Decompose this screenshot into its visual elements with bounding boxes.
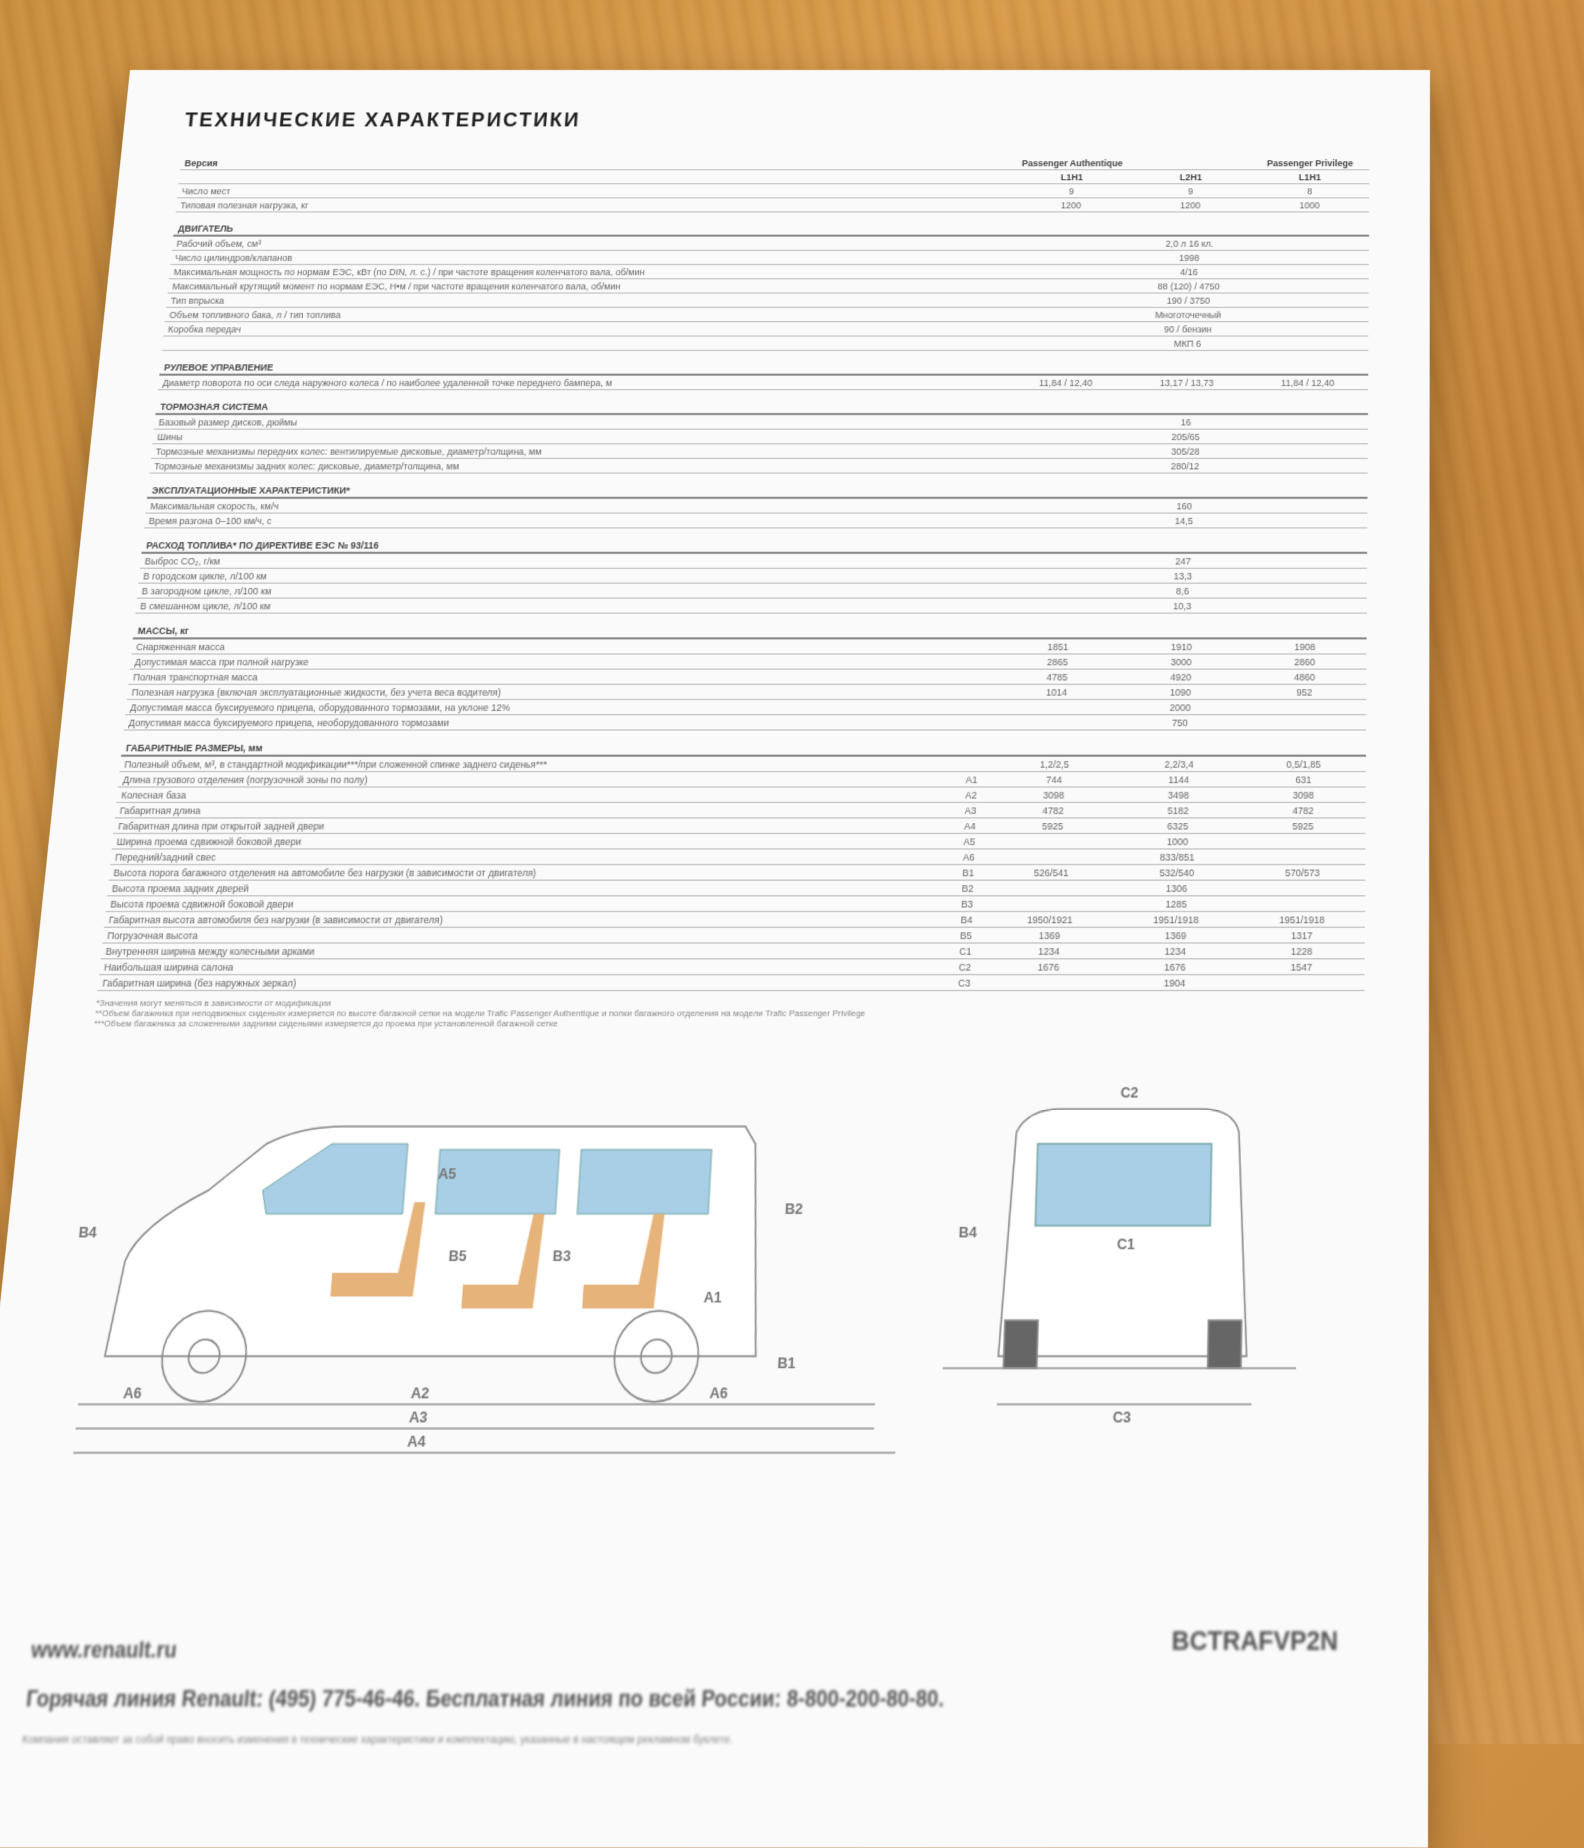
footnote-1: *Значения могут меняться в зависимости о…: [95, 997, 332, 1009]
label-a5: A5: [438, 1165, 457, 1183]
van-side-view: [73, 1126, 908, 1452]
label-a4: A4: [407, 1432, 428, 1450]
table-row: Высота порога багажного отделения на авт…: [108, 864, 1366, 881]
rear-dim-labels: C2 B4 C1 C3: [958, 1084, 1138, 1426]
table-row: Максимальный крутящий момент по нормам Е…: [167, 278, 1369, 294]
col-privilege: Passenger Privilege: [1250, 156, 1370, 170]
section-heading: МАССЫ, кг: [132, 613, 1367, 639]
label-b2: B2: [784, 1200, 803, 1218]
version-label: Версия: [179, 156, 975, 170]
table-row: Допустимая масса буксируемого прицепа, н…: [123, 714, 1367, 730]
label-b1: B1: [777, 1354, 796, 1372]
brochure-footer: BCTRAFVP2N www.renault.ru Горячая линия …: [22, 1625, 1361, 1746]
label-b3: B3: [552, 1247, 571, 1265]
label-b4-rear: B4: [958, 1223, 978, 1241]
label-b5: B5: [448, 1247, 467, 1265]
label-b4: B4: [78, 1223, 99, 1241]
table-row: Полезный объем, м³, в стандартной модифи…: [119, 755, 1366, 772]
label-c3: C3: [1113, 1408, 1132, 1426]
table-row: Диаметр поворота по оси следа наружного …: [157, 374, 1369, 390]
van-diagram: B4 A5 B2 B5 B3 A1 B1 A6 A2 A6 A3 A4: [47, 1084, 1364, 1489]
table-row: Тормозные механизмы задних колес: дисков…: [149, 458, 1368, 474]
website: www.renault.ru: [29, 1637, 179, 1663]
section-heading: РУЛЕВОЕ УПРАВЛЕНИЕ: [159, 350, 1369, 375]
van-rear-view: [941, 1109, 1298, 1404]
table-row: Габаритная ширина (без наружных зеркал)C…: [97, 974, 1365, 991]
footnotes: *Значения могут меняться в зависимости о…: [94, 998, 1365, 1029]
dimension-drawings: B4 A5 B2 B5 B3 A1 B1 A6 A2 A6 A3 A4: [47, 1063, 1364, 1489]
hotline: Горячая линия Renault: (495) 775-46-46. …: [25, 1686, 945, 1712]
label-a6-front: A6: [123, 1384, 143, 1402]
table-row: Тормозные механизмы передних колес: вент…: [150, 443, 1368, 459]
side-dim-labels: B4 A5 B2 B5 B3 A1 B1 A6 A2 A6 A3 A4: [78, 1165, 804, 1451]
table-row: Габаритная высота автомобиля без нагрузк…: [103, 911, 1366, 928]
table-row: Длина грузового отделения (погрузочной з…: [117, 771, 1366, 788]
label-a1: A1: [703, 1288, 722, 1306]
col-authentique: Passenger Authentique: [1012, 156, 1132, 170]
spec-table: Версия Passenger Authentique Passenger P…: [97, 156, 1370, 991]
catalog-code: BCTRAFVP2N: [1171, 1624, 1339, 1657]
side-windows: [261, 1144, 712, 1214]
label-a6-rear: A6: [709, 1384, 728, 1402]
table-row: Полезная нагрузка (включая эксплуатацион…: [126, 684, 1367, 700]
table-subheader: L1H1 L2H1 L1H1: [178, 169, 1370, 184]
table-row: Допустимая масса буксируемого прицепа, о…: [125, 699, 1367, 715]
footnote-3: ***Объем багажника за сложенными задними…: [93, 1018, 559, 1029]
table-row: Максимальная мощность по нормам ЕЭС, кВт…: [169, 264, 1369, 279]
section-heading: РАСХОД ТОПЛИВА* ПО ДИРЕКТИВЕ ЕЭС № 93/11…: [141, 527, 1368, 553]
section-heading: ГАБАРИТНЫЕ РАЗМЕРЫ, мм: [121, 729, 1367, 756]
table-header: Версия Passenger Authentique Passenger P…: [179, 156, 1370, 170]
label-c2: C2: [1120, 1084, 1138, 1101]
table-row: Внутренняя ширина между колесными арками…: [100, 943, 1365, 959]
section-heading: ЭКСПЛУАТАЦИОННЫЕ ХАРАКТЕРИСТИКИ*: [147, 473, 1368, 498]
page-title: ТЕХНИЧЕСКИЕ ХАРАКТЕРИСТИКИ: [183, 109, 582, 132]
table-row: МКП 6: [161, 336, 1369, 351]
footnote-2: **Объем багажника при неподвижных сидень…: [94, 1008, 866, 1019]
label-a3: A3: [408, 1408, 428, 1426]
section-heading: ТОРМОЗНАЯ СИСТЕМА: [155, 389, 1369, 415]
label-c1: C1: [1117, 1235, 1136, 1253]
table-row: Габаритная длина при открытой задней две…: [113, 817, 1366, 834]
label-a2: A2: [410, 1384, 430, 1402]
section-heading: ДВИГАТЕЛЬ: [173, 211, 1370, 236]
brochure-page: ТЕХНИЧЕСКИЕ ХАРАКТЕРИСТИКИ Версия Passen…: [0, 70, 1431, 1848]
